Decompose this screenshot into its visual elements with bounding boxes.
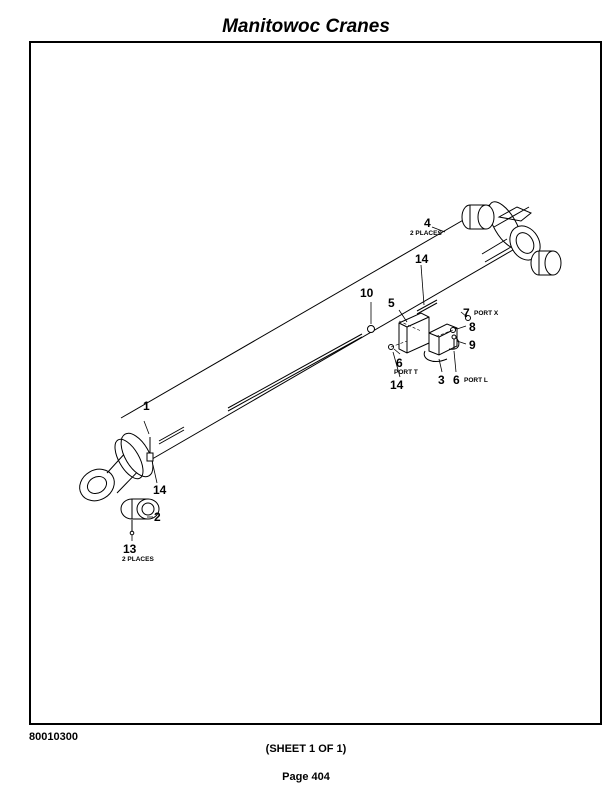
barrel-end-clevis <box>79 432 154 502</box>
sheet-label: (SHEET 1 OF 1) <box>265 743 347 755</box>
valve-block-part-5 <box>398 312 430 354</box>
cylinder-barrel <box>120 201 522 463</box>
bracket-part-14 <box>146 299 438 462</box>
valve-part-3 <box>423 323 460 362</box>
bushing-part-2 <box>120 498 160 520</box>
parts-diagram: 4 2 PLACES 14 10 5 7 PORT X 8 9 6 PORT T… <box>79 201 562 563</box>
note-port-t: PORT T <box>394 369 418 376</box>
hydraulic-tube <box>158 333 363 445</box>
page-title: Manitowoc Cranes <box>222 16 390 37</box>
callout-6-port-l: 6 <box>453 373 460 387</box>
callout-6-port-t: 6 <box>396 356 403 370</box>
callout-3: 3 <box>438 373 445 387</box>
grease-fitting-13 <box>129 520 135 536</box>
page-number: Page 404 <box>282 771 330 783</box>
callout-9: 9 <box>469 338 476 352</box>
callout-13: 13 <box>123 542 137 556</box>
callout-10: 10 <box>360 286 374 300</box>
callout-4: 4 <box>424 216 431 230</box>
document-number: 80010300 <box>29 731 78 743</box>
fitting-part-10 <box>367 325 375 333</box>
callout-14-mid: 14 <box>390 378 404 392</box>
note-4-two-places: 2 PLACES <box>410 230 442 237</box>
rod-end-clevis <box>481 206 541 263</box>
bushing-part-4 <box>461 204 562 276</box>
note-port-x: PORT X <box>474 310 499 317</box>
callout-14-top: 14 <box>415 252 429 266</box>
callout-7: 7 <box>463 306 470 320</box>
callout-5: 5 <box>388 296 395 310</box>
leader-lines <box>131 226 468 541</box>
callout-8: 8 <box>469 320 476 334</box>
callout-2: 2 <box>154 510 161 524</box>
diagram-frame <box>29 41 602 725</box>
note-port-l: PORT L <box>464 377 488 384</box>
note-13-two-places: 2 PLACES <box>122 556 154 563</box>
callout-14-low: 14 <box>153 483 167 497</box>
fitting-part-9 <box>451 334 457 349</box>
callout-1: 1 <box>143 399 150 413</box>
